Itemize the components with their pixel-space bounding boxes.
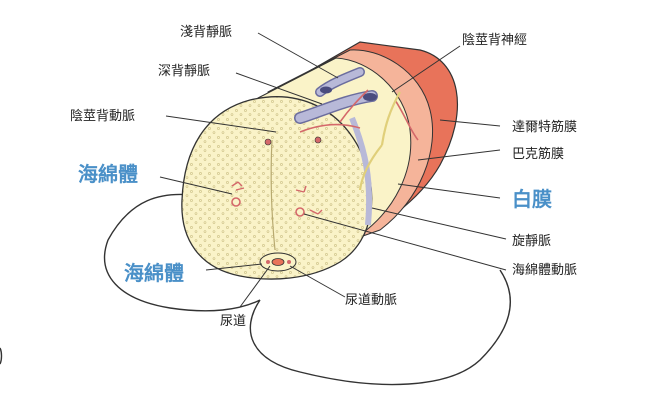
dorsal-artery-dot-right	[314, 136, 322, 144]
leader-dartos-fascia	[439, 119, 501, 127]
label-urethra: 尿道	[220, 314, 246, 329]
helicine-branches-left	[231, 181, 245, 191]
leader-deep-dorsal-vein	[235, 72, 323, 105]
leader-urethral-artery	[289, 265, 346, 298]
label-urethral-artery: 尿道動脈	[345, 293, 397, 308]
label-dorsal-artery: 陰莖背動脈	[70, 109, 135, 124]
vein-lumen-2	[363, 93, 377, 101]
leader-urethra	[239, 265, 271, 308]
cross-section-face	[181, 96, 373, 280]
circumflex-vein	[349, 116, 373, 226]
septum	[270, 139, 276, 251]
leader-corpus-cavernosum	[159, 176, 233, 195]
vein-lumen-1	[320, 86, 332, 94]
leader-tunica-albuginea	[397, 183, 501, 199]
urethra-lumen	[271, 258, 285, 266]
leader-bucks-fascia	[417, 149, 501, 161]
urethral-artery-right	[287, 260, 291, 264]
cavernosal-artery-right	[295, 207, 305, 217]
label-corpus-cavernosum: 海綿體	[78, 162, 138, 186]
helicine-branches-right	[295, 185, 323, 215]
label-tunica-albuginea: 白膜	[512, 187, 552, 211]
leader-cavernosal-artery	[303, 213, 507, 271]
leader-dorsal-nerve	[391, 45, 461, 93]
label-superficial-dorsal-vein: 淺背靜脈	[180, 25, 232, 40]
label-dorsal-nerve: 陰莖背神經	[462, 33, 527, 48]
body-outline	[0, 193, 512, 386]
label-corpus-spongiosum: 海綿體	[124, 261, 184, 285]
urethral-artery-left	[266, 260, 270, 264]
leader-corpus-spongiosum	[205, 263, 263, 271]
label-circumflex-vein: 旋靜脈	[512, 234, 551, 249]
label-bucks-fascia: 巴克筋膜	[512, 146, 564, 162]
leader-dorsal-artery	[165, 115, 277, 133]
label-cavernosal-artery: 海綿體動脈	[512, 263, 577, 278]
dorsal-artery-branch	[299, 89, 419, 141]
label-dartos-fascia: 達爾特筋膜	[512, 119, 577, 135]
cavernosal-artery-left	[231, 197, 241, 207]
label-deep-dorsal-vein: 深背靜脈	[158, 64, 210, 79]
dorsal-artery-dot-left	[264, 138, 272, 146]
leader-superficial-dorsal-vein	[257, 32, 339, 79]
nerve-branch	[358, 91, 401, 191]
leader-circumflex-vein	[371, 207, 507, 240]
